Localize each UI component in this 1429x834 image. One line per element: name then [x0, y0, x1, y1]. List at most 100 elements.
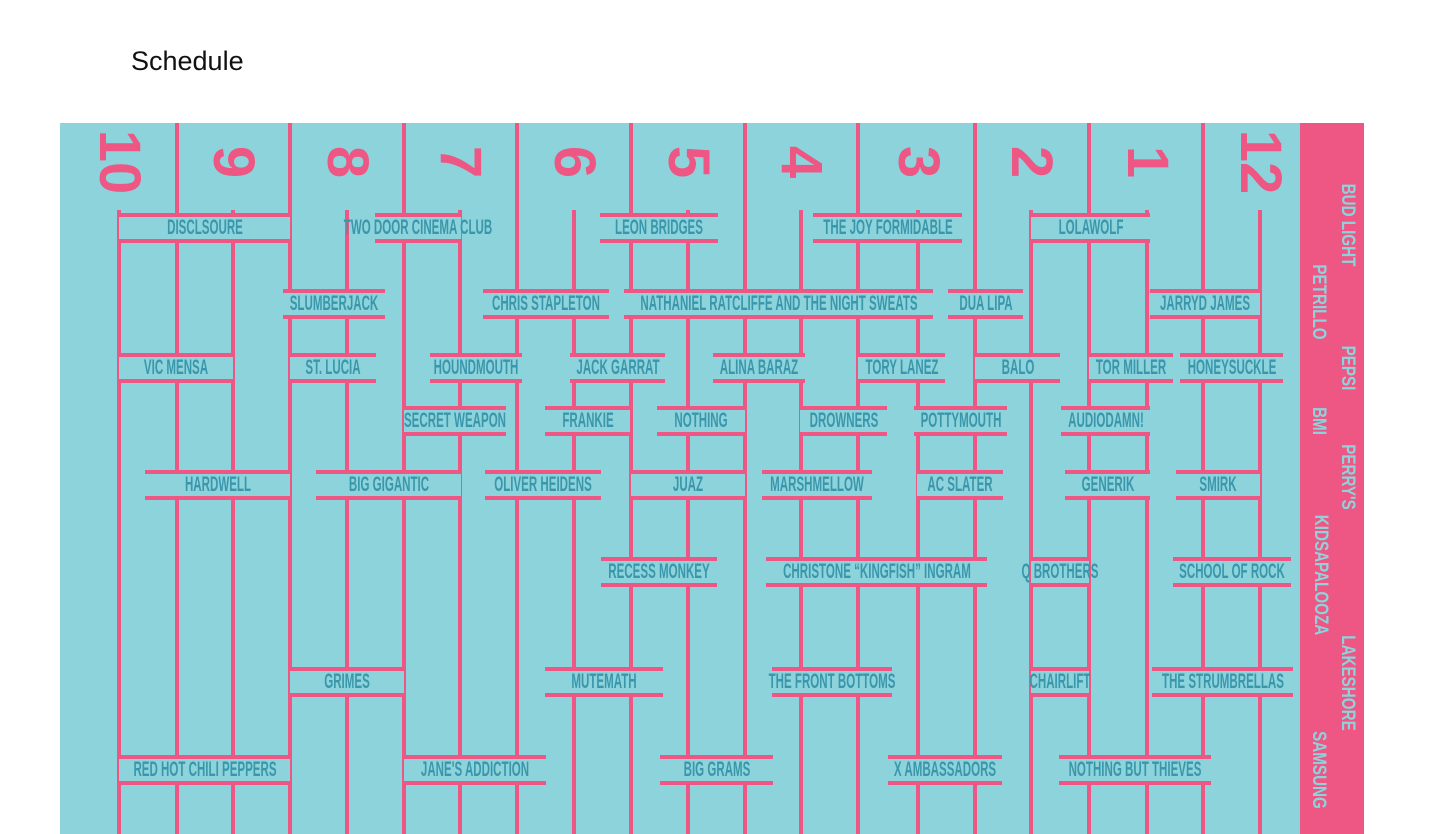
- artist-slot[interactable]: SCHOOL OF ROCK: [1173, 557, 1291, 587]
- artist-name: AUDIODAMN!: [1067, 409, 1144, 432]
- artist-slot[interactable]: DISCLSOURE: [119, 213, 290, 243]
- artist-name: NOTHING BUT THIEVES: [1068, 758, 1202, 781]
- artist-name: VIC MENSA: [143, 356, 209, 379]
- artist-name: FRANKIE: [561, 409, 614, 432]
- artist-slot[interactable]: HARDWELL: [145, 470, 290, 500]
- artist-slot[interactable]: VIC MENSA: [119, 353, 233, 383]
- artist-name: JUAZ: [672, 473, 704, 496]
- stage-name: PETRILLO: [1308, 264, 1329, 340]
- artist-slot[interactable]: JANE'S ADDICTION: [404, 755, 546, 785]
- artist-name: RECESS MONKEY: [608, 560, 710, 583]
- artist-slot[interactable]: THE STRUMBRELLAS: [1152, 667, 1293, 697]
- artist-slot[interactable]: GENERIK: [1065, 470, 1150, 500]
- artist-slot[interactable]: TWO DOOR CINEMA CLUB: [344, 213, 492, 243]
- artist-name: HOUNDMOUTH: [433, 356, 519, 379]
- artist-slot[interactable]: OLIVER HEIDENS: [485, 470, 601, 500]
- artist-slot[interactable]: TORY LANEZ: [858, 353, 945, 383]
- artist-name: GENERIK: [1081, 473, 1134, 496]
- artist-slot[interactable]: POTTYMOUTH: [914, 406, 1007, 436]
- stage-name: PEPSI: [1337, 345, 1358, 391]
- artist-slot[interactable]: JUAZ: [631, 470, 745, 500]
- stage-name: SAMSUNG: [1308, 731, 1329, 809]
- artist-slot[interactable]: ALINA BARAZ: [713, 353, 805, 383]
- artist-slot[interactable]: THE FRONT BOTTOMS: [769, 667, 895, 697]
- artist-name: THE FRONT BOTTOMS: [768, 670, 896, 693]
- artist-name: BIG GRAMS: [683, 758, 750, 781]
- artist-slot[interactable]: AUDIODAMN!: [1061, 406, 1150, 436]
- artist-slot[interactable]: DUA LIPA: [948, 289, 1023, 319]
- artist-name: JACK GARRAT: [575, 356, 660, 379]
- artist-name: HONEYSUCKLE: [1187, 356, 1276, 379]
- artist-slot[interactable]: THE JOY FORMIDABLE: [813, 213, 962, 243]
- artist-name: THE STRUMBRELLAS: [1161, 670, 1284, 693]
- artist-name: AC SLATER: [927, 473, 993, 496]
- artist-name: NOTHING: [674, 409, 728, 432]
- artist-slot[interactable]: AC SLATER: [917, 470, 1003, 500]
- artist-slot[interactable]: MARSHMELLOW: [762, 470, 872, 500]
- artist-slot[interactable]: X AMBASSADORS: [888, 755, 1002, 785]
- artist-slot[interactable]: FRANKIE: [545, 406, 630, 436]
- artist-slot[interactable]: RED HOT CHILI PEPPERS: [119, 755, 290, 785]
- artist-name: BALO: [1001, 356, 1034, 379]
- artist-name: JANE'S ADDICTION: [420, 758, 530, 781]
- artist-name: POTTYMOUTH: [920, 409, 1001, 432]
- artist-slot[interactable]: TOR MILLER: [1089, 353, 1173, 383]
- stage-name: BUD LIGHT: [1337, 183, 1358, 267]
- artist-slot[interactable]: SMIRK: [1176, 470, 1260, 500]
- artist-slot[interactable]: JACK GARRAT: [570, 353, 665, 383]
- stage-name: LAKESHORE: [1337, 635, 1358, 731]
- artist-name: JARRYD JAMES: [1159, 292, 1251, 315]
- artist-name: CHRIS STAPLETON: [491, 292, 601, 315]
- artist-name: RED HOT CHILI PEPPERS: [132, 758, 277, 781]
- hour-label: 2: [999, 145, 1064, 179]
- artist-slot[interactable]: DROWNERS: [800, 406, 887, 436]
- artist-name: Q BROTHERS: [1021, 560, 1099, 583]
- artist-slot[interactable]: CHRIS STAPLETON: [483, 289, 609, 319]
- artist-name: SLUMBERJACK: [289, 292, 379, 315]
- artist-slot[interactable]: HOUNDMOUTH: [430, 353, 522, 383]
- artist-slot[interactable]: ST. LUCIA: [290, 353, 376, 383]
- artist-slot[interactable]: NOTHING: [657, 406, 745, 436]
- artist-slot[interactable]: NATHANIEL RATCLIFFE AND THE NIGHT SWEATS: [624, 289, 933, 319]
- artist-name: MARSHMELLOW: [770, 473, 864, 496]
- artist-name: LEON BRIDGES: [615, 216, 703, 239]
- hour-label: 5: [656, 145, 721, 179]
- artist-slot[interactable]: CHRISTONE “KINGFISH” INGRAM: [766, 557, 987, 587]
- artist-name: DUA LIPA: [958, 292, 1013, 315]
- artist-name: ST. LUCIA: [305, 356, 361, 379]
- artist-name: THE JOY FORMIDABLE: [822, 216, 953, 239]
- hour-label: 9: [201, 145, 266, 179]
- artist-slot[interactable]: JARRYD JAMES: [1150, 289, 1260, 319]
- artist-name: DROWNERS: [809, 409, 878, 432]
- hour-label: 10: [87, 129, 152, 195]
- artist-name: OLIVER HEIDENS: [494, 473, 592, 496]
- page-title: Schedule: [131, 46, 244, 76]
- artist-slot[interactable]: SLUMBERJACK: [283, 289, 385, 319]
- artist-slot[interactable]: RECESS MONKEY: [601, 557, 717, 587]
- artist-slot[interactable]: CHAIRLIFT: [1029, 667, 1091, 697]
- artist-name: CHAIRLIFT: [1029, 670, 1091, 693]
- artist-name: TWO DOOR CINEMA CLUB: [343, 216, 493, 239]
- hour-label: 7: [428, 145, 493, 179]
- artist-name: SCHOOL OF ROCK: [1179, 560, 1285, 583]
- artist-name: SMIRK: [1199, 473, 1237, 496]
- artist-slot[interactable]: SECRET WEAPON: [404, 406, 506, 436]
- stage-name: KIDSAPALOOZA: [1310, 514, 1331, 636]
- artist-name: GRIMES: [324, 670, 370, 693]
- artist-slot[interactable]: LEON BRIDGES: [600, 213, 718, 243]
- artist-slot[interactable]: BALO: [975, 353, 1060, 383]
- artist-slot[interactable]: BIG GRAMS: [660, 755, 773, 785]
- artist-slot[interactable]: Q BROTHERS: [1021, 557, 1099, 587]
- artist-name: SECRET WEAPON: [403, 409, 507, 432]
- artist-slot[interactable]: GRIMES: [290, 667, 404, 697]
- artist-slot[interactable]: NOTHING BUT THIEVES: [1059, 755, 1211, 785]
- hour-label: 6: [542, 145, 607, 179]
- artist-slot[interactable]: BIG GIGANTIC: [316, 470, 461, 500]
- hour-label: 3: [886, 145, 951, 179]
- artist-slot[interactable]: LOLAWOLF: [1031, 213, 1150, 243]
- artist-slot[interactable]: MUTEMATH: [545, 667, 663, 697]
- artist-name: CHRISTONE “KINGFISH” INGRAM: [782, 560, 971, 583]
- artist-name: NATHANIEL RATCLIFFE AND THE NIGHT SWEATS: [639, 292, 918, 315]
- artist-slot[interactable]: HONEYSUCKLE: [1180, 353, 1283, 383]
